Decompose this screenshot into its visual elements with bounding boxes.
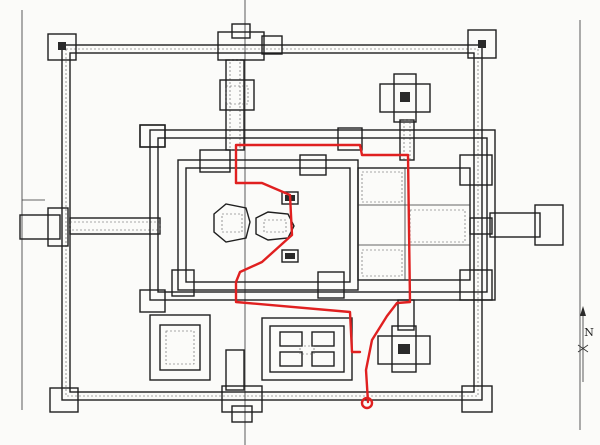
corner-towers bbox=[47, 29, 497, 413]
outer-gopuras bbox=[19, 23, 564, 423]
southwest-court bbox=[149, 314, 211, 381]
second-enclosure bbox=[139, 124, 496, 313]
route-path bbox=[234, 143, 412, 404]
north-arrow bbox=[577, 306, 589, 382]
north-west-blocks bbox=[139, 79, 255, 148]
outer-frame bbox=[21, 0, 581, 445]
north-arrow-letter: N bbox=[584, 326, 594, 339]
route-endpoint-circle bbox=[360, 396, 374, 410]
route-inner-loop bbox=[234, 181, 362, 354]
route-overlay bbox=[234, 143, 412, 410]
